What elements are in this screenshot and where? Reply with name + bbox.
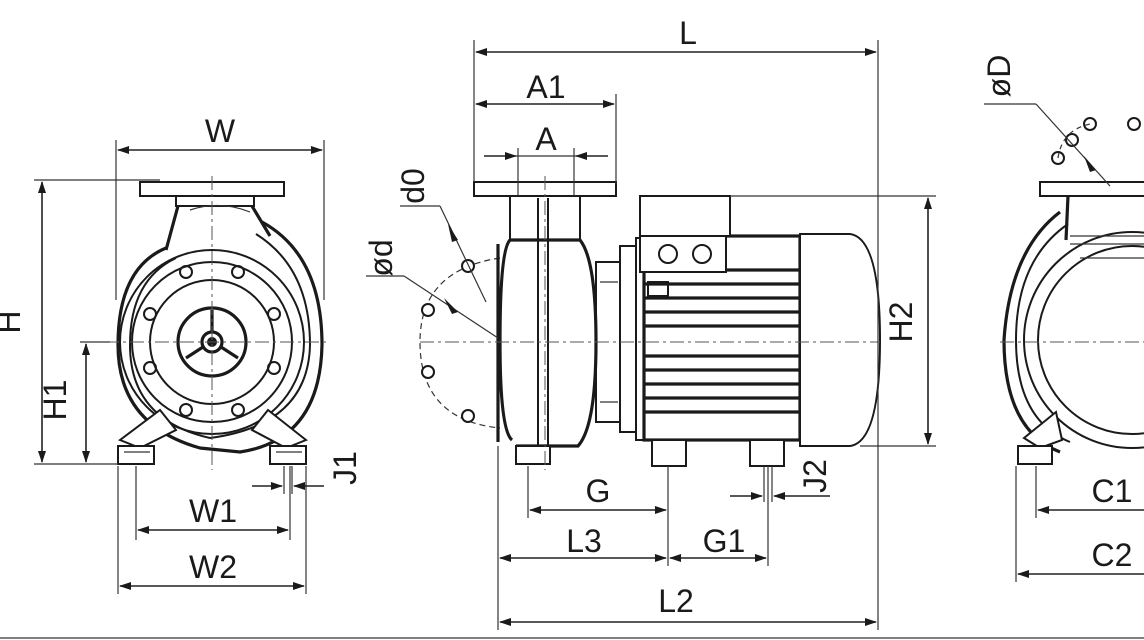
dim-J2: J2: [730, 459, 833, 502]
dim-C1: C1: [1035, 466, 1144, 518]
rear-view: [1000, 117, 1144, 465]
dim-W1: W1: [135, 466, 291, 540]
label-L: L: [679, 15, 697, 51]
dim-C2: C2: [1015, 466, 1144, 582]
label-phi-D: øD: [981, 55, 1017, 98]
dim-A: A: [484, 121, 608, 196]
label-L3: L3: [566, 523, 602, 559]
rear-bolt-hole: [1065, 133, 1079, 147]
rear-discharge-flange: [1039, 181, 1144, 197]
dim-H1: H1: [37, 341, 110, 463]
bolt-hole: [461, 259, 475, 273]
dim-G: G: [527, 466, 669, 566]
label-G: G: [586, 473, 611, 509]
front-foot-right: [269, 445, 307, 465]
dim-J1: J1: [252, 451, 363, 494]
dim-G1: G1: [669, 466, 769, 566]
label-H2: H2: [883, 302, 919, 343]
label-H1: H1: [37, 380, 73, 421]
side-pump-casing: [496, 238, 514, 442]
dim-W: W: [115, 113, 325, 300]
front-volute-casing: [116, 220, 324, 454]
label-phi-d: ød: [363, 239, 399, 276]
leader-phi-d: ød: [363, 239, 499, 339]
label-d0: d0: [395, 168, 431, 204]
label-G1: G1: [703, 523, 746, 559]
label-J1: J1: [327, 451, 363, 485]
front-view: [80, 176, 330, 470]
dim-W2: W2: [117, 466, 307, 594]
label-A: A: [535, 121, 557, 157]
label-J2: J2: [797, 459, 833, 493]
motor-fan-cover: [799, 233, 882, 447]
label-C2: C2: [1092, 537, 1133, 573]
side-foot-pump: [515, 445, 551, 465]
leader-d0: d0: [395, 168, 487, 303]
label-A1: A1: [526, 69, 565, 105]
leader-phi-D: øD: [981, 55, 1111, 187]
label-W2: W2: [189, 549, 237, 585]
terminal-box: [639, 195, 731, 237]
rear-casing: [1002, 210, 1061, 454]
dim-H: H: [0, 179, 160, 465]
label-W: W: [205, 113, 236, 149]
dim-L3: L3: [497, 446, 667, 630]
motor-foot-front: [651, 439, 687, 467]
rear-foot: [1017, 445, 1053, 465]
front-foot-left: [117, 445, 155, 465]
motor-foot-rear: [749, 439, 785, 467]
side-view: [419, 176, 882, 470]
label-W1: W1: [189, 493, 237, 529]
label-C1: C1: [1092, 473, 1133, 509]
dim-A1: A1: [475, 69, 617, 184]
dim-L: L: [473, 15, 879, 630]
dim-H2: H2: [730, 195, 936, 447]
label-H: H: [0, 310, 27, 333]
front-bolt-circle: [143, 265, 281, 417]
dim-L2: L2: [499, 583, 877, 626]
cable-gland: [658, 244, 678, 264]
label-L2: L2: [658, 583, 694, 619]
